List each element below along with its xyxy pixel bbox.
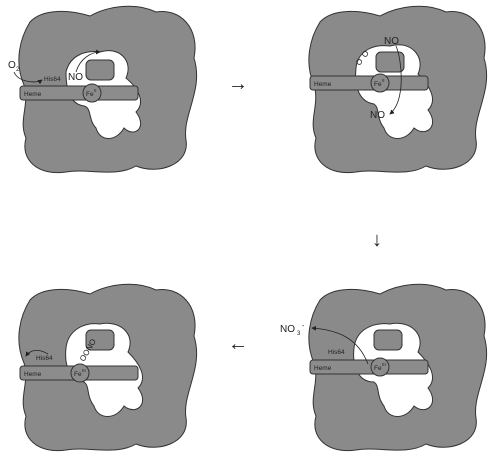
no-top-label: NO [384, 36, 399, 47]
no-label: NO [68, 72, 83, 83]
pocket-block [375, 51, 405, 73]
fe-label: Fe [86, 91, 94, 98]
his64-label: His64 [44, 76, 61, 83]
heme-label: Heme [314, 365, 332, 372]
nitrate-label: NO [280, 324, 295, 335]
heme-label: Heme [24, 371, 42, 378]
pocket-block [373, 329, 403, 351]
bound-o-label-2: O [360, 49, 371, 59]
panel-top-left: Heme Fe II His64 O 2 NO [8, 5, 198, 174]
his64-label: His64 [328, 349, 345, 356]
fe-oxidation-label: II [94, 88, 97, 93]
no-entry-arrow [389, 45, 402, 115]
arrow-right: → [228, 73, 248, 95]
nitrate-charge: - [302, 323, 305, 330]
fe-label: Fe [374, 81, 382, 88]
nitrate-exit-arrow [311, 325, 369, 365]
fe-center [82, 83, 102, 103]
heme-bar [309, 75, 429, 91]
arrow-left: ← [228, 333, 248, 355]
o2-label: O [8, 60, 16, 71]
his64-label: His64 [36, 355, 53, 362]
fe-label: Fe [74, 371, 82, 378]
fe-oxidation-label: III [382, 362, 386, 367]
heme-label: Heme [24, 91, 42, 98]
arrow-down: ↓ [372, 229, 382, 251]
o2-subscript: 2 [16, 67, 20, 73]
o2-path-arrow [13, 71, 43, 85]
fe-center [70, 363, 90, 383]
bound-o-label: O [354, 57, 365, 67]
pocket-block [85, 59, 115, 81]
fe-oxidation-label: III [82, 368, 86, 373]
no-bottom-label: NO [370, 110, 385, 121]
fe-center [370, 357, 390, 377]
heme-bar [309, 359, 429, 375]
cavity [355, 44, 434, 139]
heme-bar [19, 85, 139, 101]
fe-center [370, 73, 390, 93]
proton-transfer-arrow [25, 350, 49, 357]
pocket-block [85, 329, 115, 351]
nitrate-subscript: 3 [297, 331, 301, 337]
fe-label: Fe [374, 365, 382, 372]
fe-oxidation-label: II [382, 78, 385, 83]
panel-bottom-right: Heme Fe III His64 NO 3 - [280, 283, 488, 452]
no-path-arrow [75, 49, 101, 73]
heme-label: Heme [314, 81, 332, 88]
panel-bottom-left: Heme Fe III His64 OONO [18, 283, 198, 452]
panel-top-right: Heme Fe II O O NO NO [308, 5, 488, 174]
